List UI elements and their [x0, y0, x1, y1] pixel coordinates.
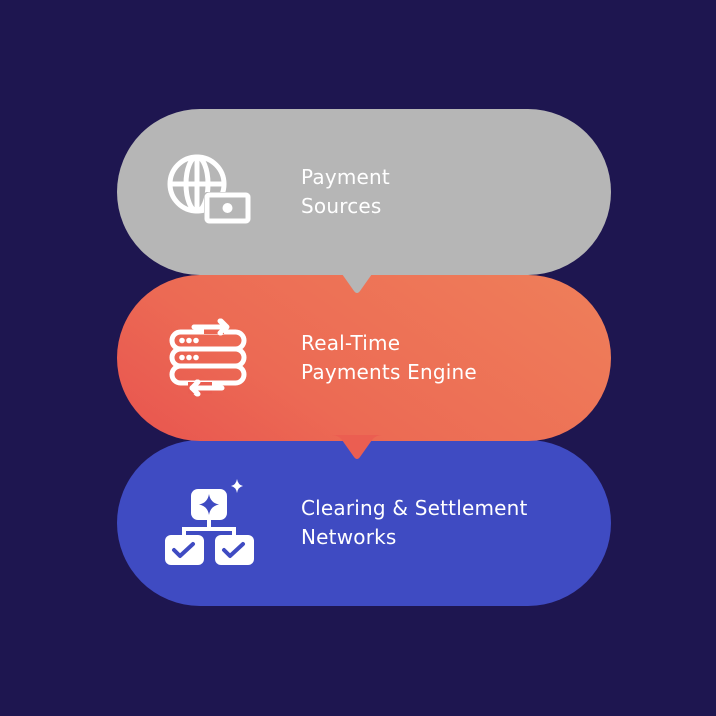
step-label-line1: Clearing & Settlement [301, 496, 528, 520]
globe-money-icon [164, 146, 256, 238]
hierarchy-check-icon [164, 477, 256, 569]
step-payment-sources: Payment Sources [117, 109, 611, 293]
step-label-line2: Payments Engine [301, 360, 477, 384]
pointer-notch [324, 269, 390, 301]
server-sync-icon [164, 312, 256, 404]
step-label-line2: Networks [301, 525, 397, 549]
step-real-time-payments-engine: Real-Time Payments Engine [117, 275, 611, 459]
step-label: Real-Time Payments Engine [301, 329, 477, 387]
pointer-notch [324, 435, 390, 467]
step-label-line1: Payment [301, 165, 390, 189]
step-label: Clearing & Settlement Networks [301, 494, 528, 552]
step-clearing-settlement-networks: Clearing & Settlement Networks [117, 440, 611, 606]
step-label: Payment Sources [301, 163, 390, 221]
step-label-line1: Real-Time [301, 331, 401, 355]
step-label-line2: Sources [301, 194, 382, 218]
